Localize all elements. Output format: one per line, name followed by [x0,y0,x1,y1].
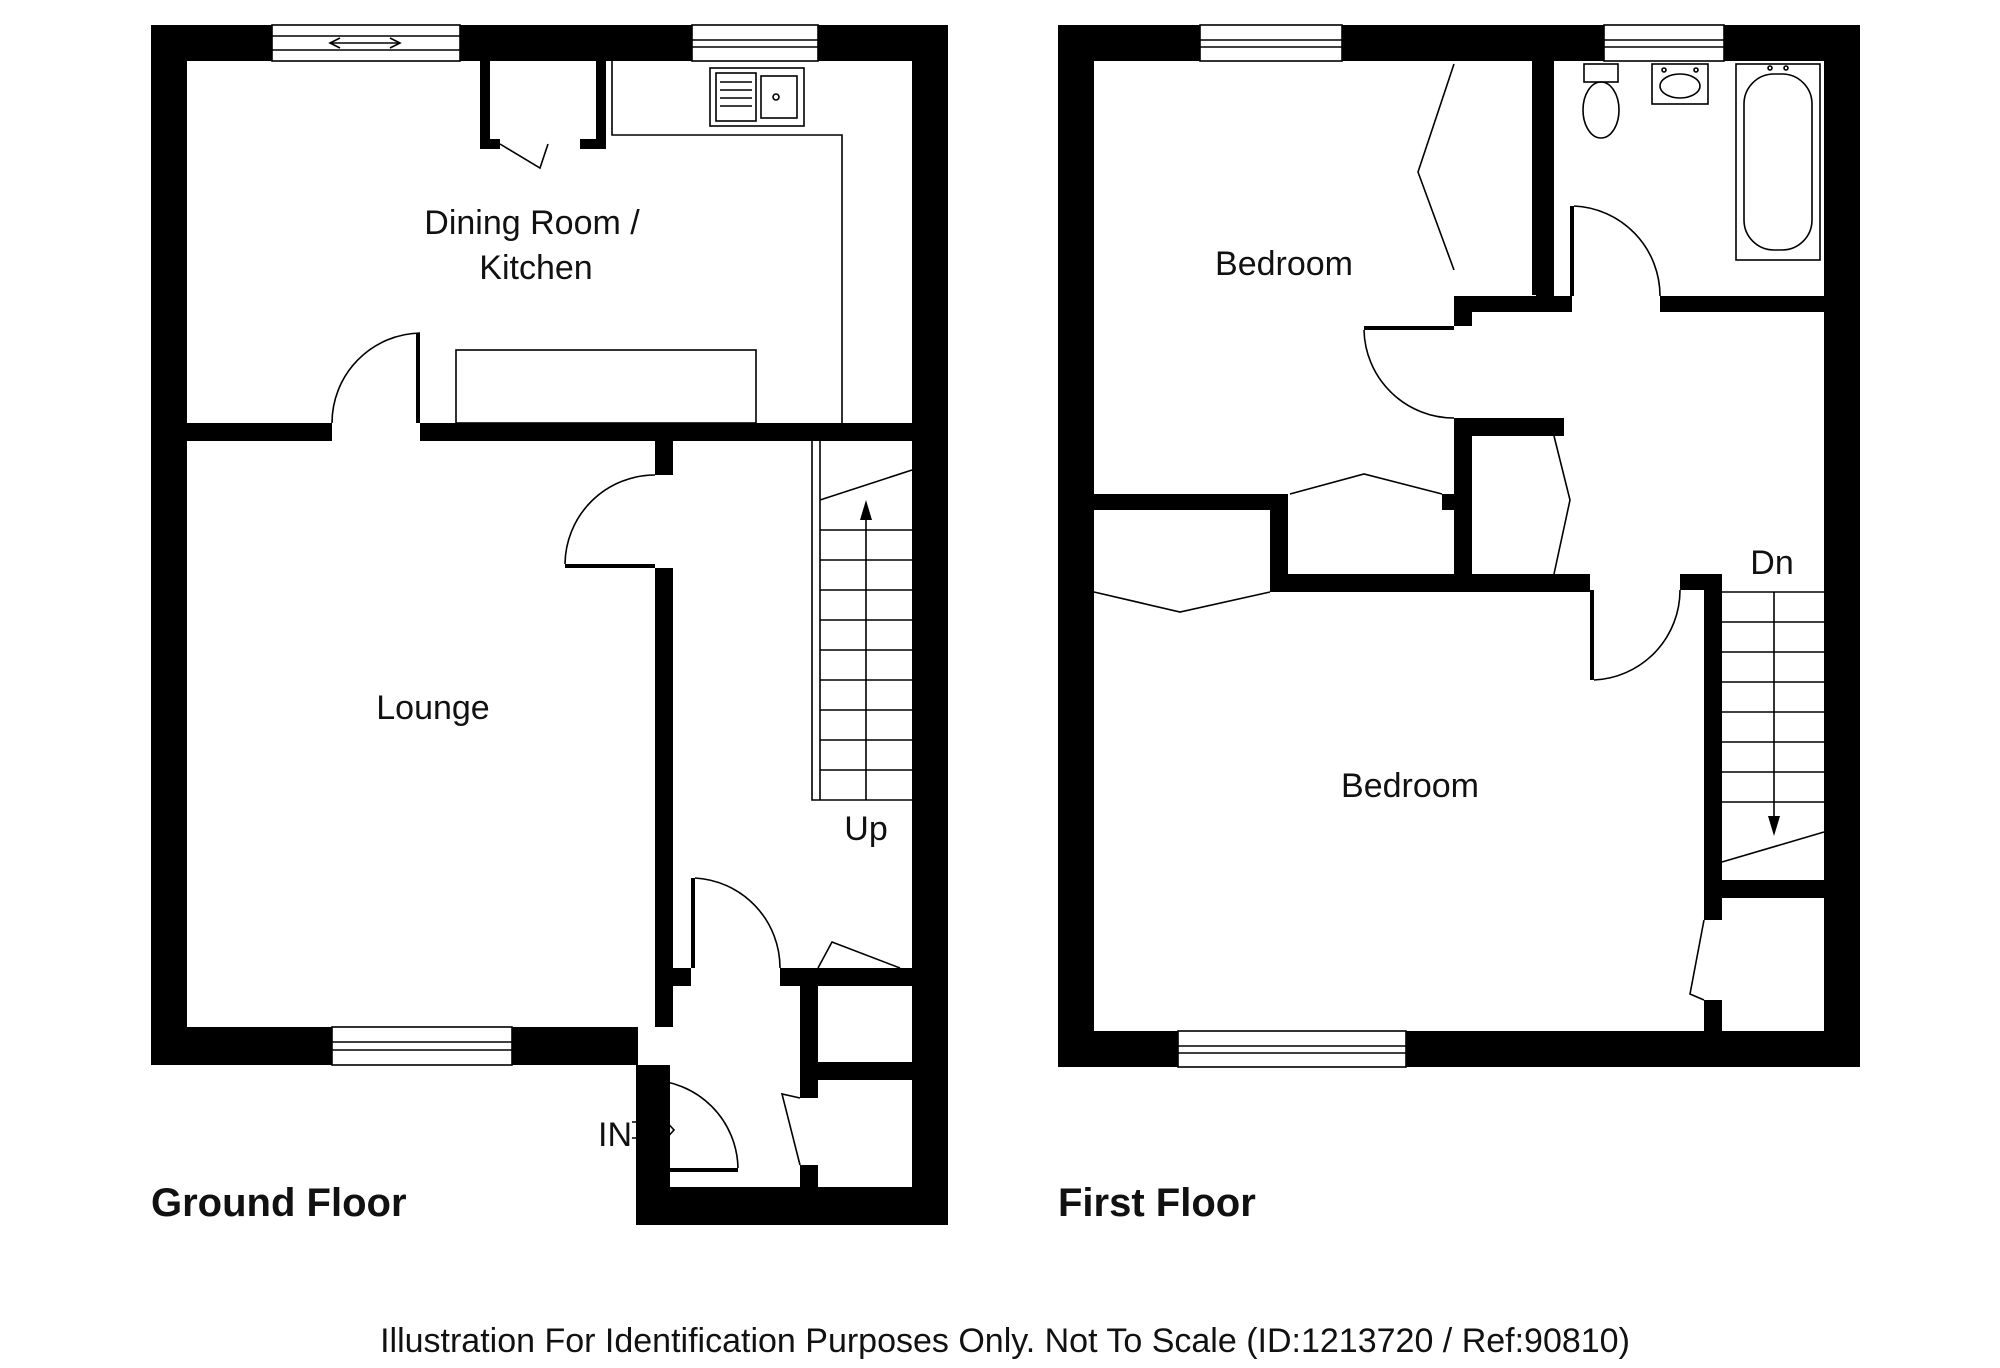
room-label-lounge: Lounge [376,689,489,727]
ff-wall-stair-left-b [1704,574,1722,882]
ff-wall-right [1824,25,1860,1067]
ff-wall-bed1-bottom-c [1442,494,1472,510]
gf-door-cupboard-upper [817,941,901,969]
ground-floor-title: Ground Floor [151,1181,407,1225]
gf-wall-lounge-hall-a [655,441,673,475]
gf-door-cupboard-lower [780,1092,801,1166]
ff-wall-wardrobe-right [1532,61,1540,295]
ground-floor-plan: Dining Room / Kitchen Lounge Up IN Groun… [151,24,948,1225]
ff-wall-bed1-bottom-a [1094,494,1286,510]
gf-wall-cupboard-lower-b [800,1165,818,1187]
ff-wall-bed2-top [1270,574,1590,592]
gf-door-front [649,1079,739,1172]
room-label-bedroom-small: Bedroom [1215,245,1353,283]
ff-cupboard-door-bed2 [1689,919,1705,1001]
ff-wall-top [1058,25,1860,61]
ff-wall-bath-left [1536,61,1554,303]
ff-cupboard-doors-landing [1289,473,1443,495]
ff-door-bedroom-small [1363,326,1455,419]
ff-basin-icon [1651,63,1709,105]
gf-door-porch [691,877,781,969]
ff-wardrobe-doors-bed1 [1417,63,1455,271]
gf-wall-porch-bottom [636,1187,948,1225]
ff-wardrobe-doors-bed2 [1093,591,1271,613]
ff-window-bedroom-large [1177,1030,1407,1068]
gf-window-patio-doors [271,24,461,62]
room-label-bedroom-large: Bedroom [1341,767,1479,805]
ff-wall-bed1-landing-a [1454,296,1554,312]
ff-wall-left [1058,25,1094,1067]
gf-door-kitchen-lounge [331,332,421,424]
gf-stairs [811,441,913,801]
gf-wall-lounge-hall-b [655,568,673,1027]
ff-bath-icon [1735,63,1821,261]
gf-entrance-arrow-icon [632,1105,676,1155]
ff-toilet-icon [1582,63,1620,139]
gf-window-kitchen [691,24,819,62]
room-label-dining-kitchen-2: Kitchen [479,249,592,287]
gf-wall-hall-porch-a [655,968,691,986]
gf-wall-hall-porch-b [780,968,912,986]
gf-wall-kitchen-lounge-b [420,423,912,441]
gf-wall-right [912,25,948,1225]
gf-kitchen-worktops [455,61,843,424]
first-floor-title: First Floor [1058,1181,1256,1225]
gf-sink-icon [709,67,805,127]
gf-wall-cupboard-upper [800,968,818,1080]
gf-wall-left [151,25,187,1065]
ff-wall-cupboard-bottom-left-b [1704,1000,1722,1031]
ff-window-bathroom [1603,24,1725,62]
gf-kitchen-cupboard [480,61,606,170]
gf-stairs-arrow-icon [860,500,872,520]
ff-stairs [1721,591,1825,863]
ff-wall-cupboard-right [1454,418,1564,436]
ff-wall-bed1-landing-b [1454,296,1472,326]
ff-stairs-arrow-icon [1768,816,1780,836]
ff-cupboard-door-landing-right [1553,435,1571,575]
gf-wall-kitchen-lounge-a [187,423,332,441]
gf-window-lounge [331,1026,513,1066]
stairs-label-up: Up [844,810,887,848]
gf-wall-cupboard-lower [800,1080,818,1098]
ff-wall-bed1-bottom-b [1270,494,1288,592]
ff-wall-cupboard-bottom-left [1704,880,1722,920]
stairs-label-down: Dn [1750,544,1793,582]
ff-wall-stair-bottom [1704,880,1824,898]
gf-wall-cupboard-mid [800,1062,912,1080]
gf-door-lounge-hall [564,474,656,568]
ff-door-bathroom [1570,205,1661,297]
gf-wall-top [151,25,948,61]
disclaimer-text: Illustration For Identification Purposes… [380,1322,1630,1360]
first-floor-plan: Bedroom Bedroom Dn First Floor [1058,24,1860,1225]
ff-wall-bath-bottom-b [1660,296,1824,312]
ff-door-bedroom-large [1590,589,1681,681]
room-label-dining-kitchen: Dining Room / [424,204,640,242]
ff-window-bedroom-small [1199,24,1343,62]
entrance-label: IN [598,1116,632,1154]
